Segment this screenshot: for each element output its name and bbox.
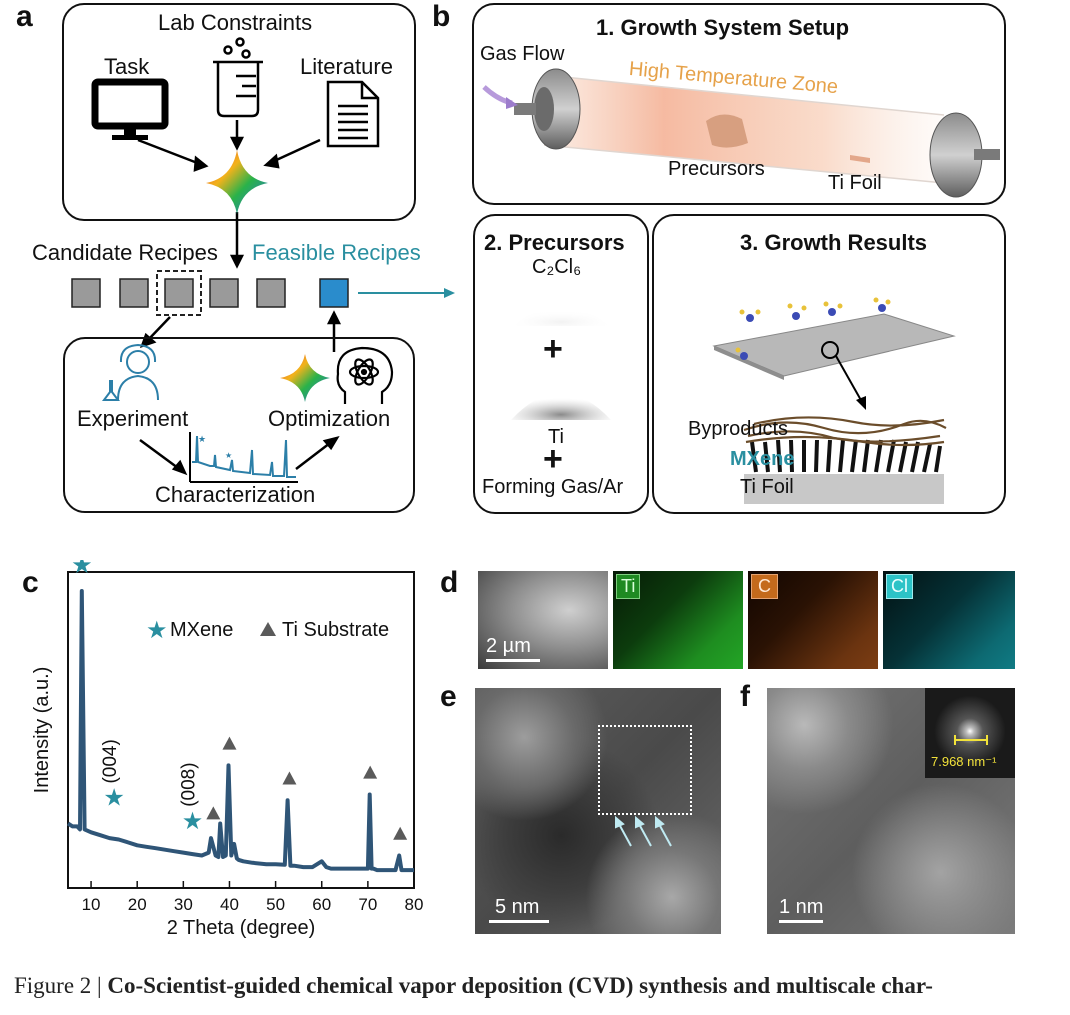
cl-map: Cl <box>883 571 1015 669</box>
hrstem-image-e: 5 nm <box>475 688 721 934</box>
mxene-star-marker: ★ <box>71 560 93 579</box>
beaker-icon <box>213 37 263 118</box>
ti-foil-bottom-label: Ti Foil <box>740 476 794 498</box>
ti-channel-label: Ti <box>616 574 641 599</box>
figure-caption: Figure 2 | Co-Scientist-guided chemical … <box>14 973 933 999</box>
forming-gas-label: Forming Gas/Ar <box>482 476 624 498</box>
cl-channel-label: Cl <box>886 574 913 599</box>
x-tick-label: 70 <box>358 895 377 914</box>
lab-constraints-label: Lab Constraints <box>158 10 313 35</box>
ti-map: Ti <box>613 571 743 669</box>
legend-star-marker: ★ <box>146 617 168 644</box>
ti-triangle-marker <box>393 826 408 840</box>
brain-atom-icon <box>336 346 394 404</box>
characterization-label: Characterization <box>155 482 316 507</box>
xrd-line <box>66 589 414 873</box>
legend-ti-label: Ti Substrate <box>282 619 389 641</box>
monitor-icon <box>91 78 169 140</box>
ai-star-icon <box>206 150 268 214</box>
panel-a-letter: a <box>16 0 33 33</box>
c2cl6-label: C₂Cl₆ <box>532 256 582 278</box>
scientist-icon <box>102 343 159 401</box>
byproducts-label: Byproducts <box>688 418 789 440</box>
scale-label-1nm: 1 nm <box>779 896 824 918</box>
haadf-image: 2 µm <box>478 571 608 669</box>
x-tick-label: 20 <box>128 895 147 914</box>
x-tick-label: 60 <box>312 895 331 914</box>
mxene-star-marker: ★ <box>103 785 125 812</box>
powder-piles <box>511 306 611 420</box>
legend-mxene-label: MXene <box>170 619 233 641</box>
scale-label-5nm: 5 nm <box>495 896 540 918</box>
panel-d-letter: d <box>440 566 459 599</box>
x-tick-label: 80 <box>405 895 424 914</box>
candidate-recipes-label: Candidate Recipes <box>32 240 218 265</box>
hrstem-image-f: 7.968 nm⁻¹ 1 nm <box>767 688 1015 934</box>
ti-triangle-marker <box>222 736 237 750</box>
ti-triangle-marker <box>282 771 297 785</box>
svg-text:★: ★ <box>225 451 232 460</box>
ti-foil-position-label: Ti Foil <box>828 172 882 194</box>
mini-xrd-plot: ★ ★ <box>189 432 298 483</box>
ti-triangle-marker <box>206 806 221 820</box>
peak-label: (008) <box>179 762 200 806</box>
fft-inset: 7.968 nm⁻¹ <box>925 688 1015 778</box>
x-tick-label: 30 <box>174 895 193 914</box>
optimization-label: Optimization <box>268 406 391 431</box>
precursors-position-label: Precursors <box>668 158 765 180</box>
plot-frame <box>67 571 415 889</box>
caption-bold: Co-Scientist-guided chemical vapor depos… <box>107 973 933 998</box>
mxene-star-marker: ★ <box>182 808 204 835</box>
x-axis-label: 2 Theta (degree) <box>167 917 316 939</box>
precursors-box <box>473 214 649 514</box>
task-label: Task <box>104 54 150 79</box>
c-map: C <box>748 571 878 669</box>
precursors-title: 2. Precursors <box>484 230 625 255</box>
legend-triangle-marker <box>260 622 276 636</box>
plus-sign-2: + <box>543 440 563 478</box>
panel-f-letter: f <box>740 680 750 713</box>
panel-a-graphics: ★ ★ <box>71 37 455 483</box>
experiment-label: Experiment <box>77 406 189 431</box>
scale-bar-5nm <box>489 920 549 923</box>
growth-setup-title: 1. Growth System Setup <box>596 15 850 40</box>
feasible-recipes-label: Feasible Recipes <box>252 240 421 265</box>
fft-measure <box>954 735 988 745</box>
x-tick-label: 40 <box>220 895 239 914</box>
feasible-recipe-square <box>319 278 349 308</box>
lattice-arrows <box>615 815 672 847</box>
panel-e-letter: e <box>440 680 457 713</box>
ti-powder-label: Ti <box>548 426 564 448</box>
zoom-region-box <box>598 725 692 815</box>
x-tick-label: 10 <box>82 895 101 914</box>
xrd-chart: 10 20 30 40 50 60 70 80 2 Theta (degree) Intensit… <box>31 560 424 939</box>
growth-results-title: 3. Growth Results <box>740 230 928 255</box>
panel-c-letter: c <box>22 566 39 599</box>
peak-label: (004) <box>100 739 121 783</box>
scale-label-2um: 2 µm <box>486 635 531 657</box>
document-icon <box>326 80 380 148</box>
plus-sign-1: + <box>543 330 563 368</box>
mxene-label: MXene <box>730 448 795 470</box>
growth-setup-box <box>472 3 1006 205</box>
scale-bar-1nm <box>779 920 823 923</box>
fft-label: 7.968 nm⁻¹ <box>931 754 997 769</box>
gas-flow-label: Gas Flow <box>480 43 565 65</box>
growth-results-box <box>652 214 1006 514</box>
caption-prefix: Figure 2 | <box>14 973 108 998</box>
growth-results-graphic <box>712 297 956 504</box>
ai-star-small-icon <box>280 354 330 402</box>
ti-triangle-marker <box>363 765 378 779</box>
x-tick-label: 50 <box>266 895 285 914</box>
experiment-loop-box <box>63 337 415 513</box>
panel-b-letter: b <box>432 0 451 33</box>
scale-bar-2um <box>486 659 540 662</box>
furnace-graphic <box>482 68 1000 198</box>
svg-text:★: ★ <box>198 434 206 444</box>
c-channel-label: C <box>751 574 778 599</box>
y-axis-label: Intensity (a.u.) <box>31 667 53 794</box>
literature-label: Literature <box>300 54 393 79</box>
